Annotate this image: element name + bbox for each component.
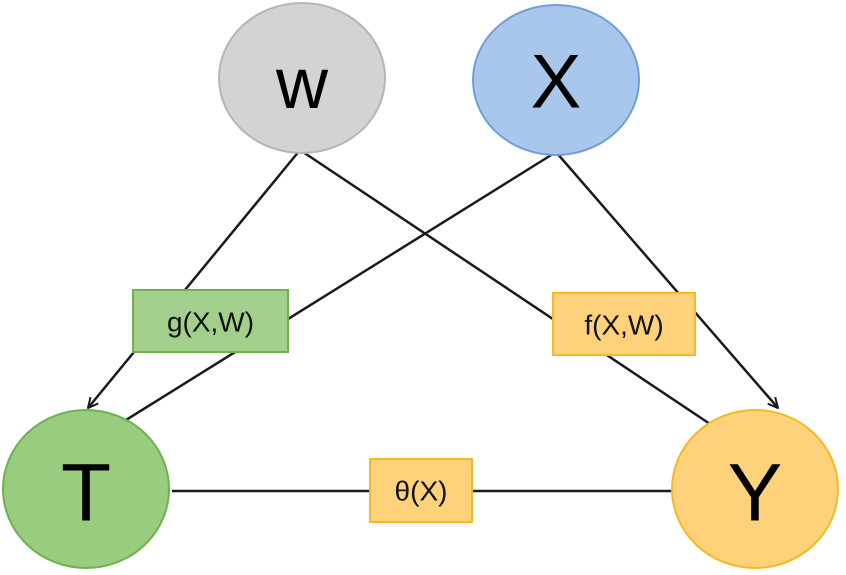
node-x-shape <box>472 4 640 156</box>
node-t-shape <box>2 409 170 569</box>
node-y: Y <box>671 409 839 569</box>
function-f-label: f(X,W) <box>584 310 663 341</box>
node-w: w <box>218 2 386 154</box>
node-x: X <box>472 4 640 156</box>
edge-x-to-y <box>555 151 778 408</box>
function-f-box <box>552 292 696 356</box>
edge-w-to-y <box>299 148 722 432</box>
node-y-label: Y <box>728 448 783 539</box>
node-t: T <box>2 409 170 569</box>
function-f: f(X,W) <box>552 292 696 356</box>
node-t-label: T <box>61 448 111 539</box>
node-w-label: w <box>275 44 329 124</box>
edge-w-to-t <box>88 149 301 408</box>
function-theta: θ(X) <box>369 458 473 523</box>
edge-x-to-t <box>110 150 557 430</box>
function-g-label: g(X,W) <box>167 307 254 338</box>
node-w-shape <box>218 2 386 154</box>
function-g: g(X,W) <box>132 289 289 353</box>
function-theta-box <box>369 458 473 523</box>
function-theta-label: θ(X) <box>395 476 448 507</box>
node-y-shape <box>671 409 839 569</box>
function-g-box <box>132 289 289 353</box>
node-x-label: X <box>531 40 582 125</box>
